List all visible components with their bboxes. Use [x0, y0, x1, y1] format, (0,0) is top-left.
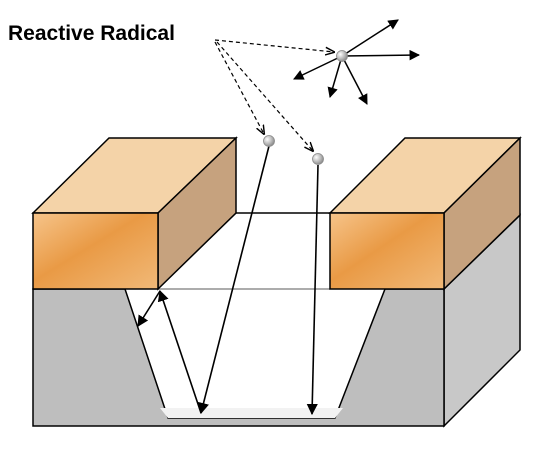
reactive-radical-label: Reactive Radical — [8, 22, 175, 45]
radical-scatter-group — [293, 19, 421, 105]
trajectory-left-descent — [198, 145, 270, 415]
radical-particle-scatter — [336, 50, 348, 62]
particle-trajectories — [137, 145, 319, 416]
mask-right-front-face — [329, 212, 445, 290]
trajectory-left-bounce-up — [157, 289, 202, 414]
pointer-to-particle-left — [214, 41, 264, 134]
mask-left-front-face — [32, 212, 159, 290]
label-pointer-lines — [214, 39, 334, 151]
mask-block-left — [31, 136, 238, 291]
trench-floor — [160, 408, 343, 418]
radical-particle-right — [312, 153, 324, 165]
scatter-arrow-down — [327, 55, 343, 99]
pointer-to-scatter-particle — [214, 39, 334, 52]
radical-particle-left — [263, 135, 275, 147]
scatter-arrow-left — [293, 55, 343, 80]
substrate-front-face — [32, 288, 445, 427]
pointer-to-particle-right — [216, 41, 313, 151]
trajectory-right-descent — [306, 164, 319, 416]
mask-block-right — [328, 136, 522, 291]
scatter-arrow-down-right — [341, 55, 368, 105]
trajectory-left-bounce-wall — [137, 290, 161, 327]
scatter-arrow-up-right — [341, 19, 399, 57]
scatter-arrow-right — [341, 49, 421, 61]
